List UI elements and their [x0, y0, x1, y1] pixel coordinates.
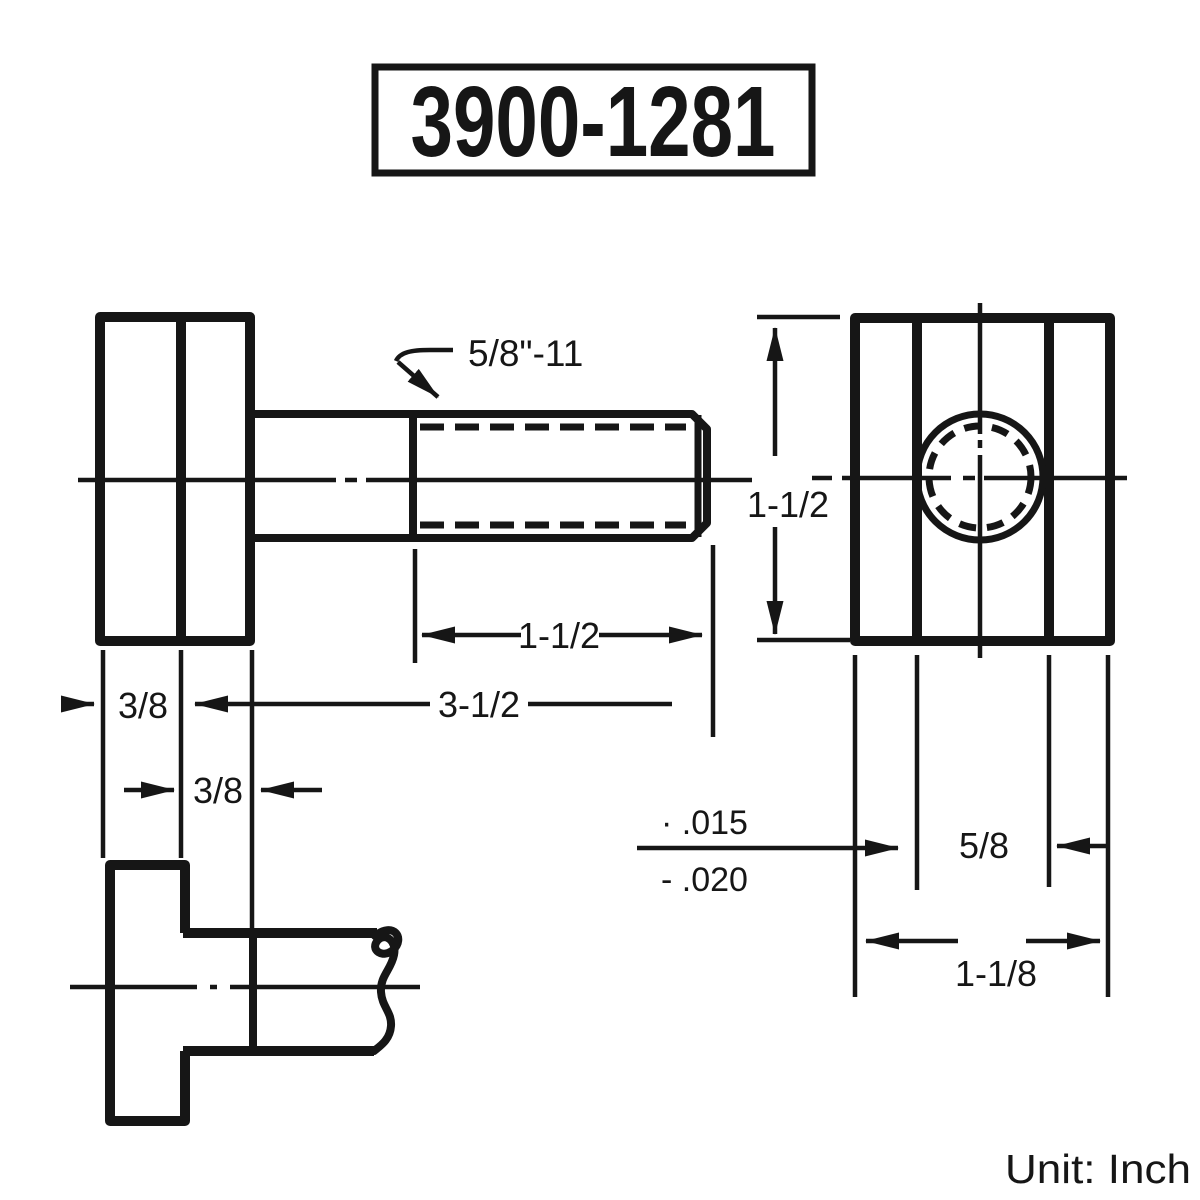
- dimension-head-width: 1-1/8: [865, 932, 1101, 994]
- dimension-head-outer: 3/8: [61, 685, 168, 726]
- dim-head-width: 1-1/8: [955, 953, 1037, 994]
- flange-outline: [105, 860, 190, 1126]
- side-view: 5/8"-11: [78, 312, 752, 646]
- side-view-shank: [250, 410, 711, 542]
- break-symbol: [370, 926, 403, 1055]
- dim-body-width: 5/8: [959, 825, 1009, 866]
- leader-arrow: [396, 360, 440, 399]
- dimension-shank-length: 3-1/2: [194, 684, 672, 725]
- dimension-body-width: 5/8: [959, 825, 1107, 866]
- end-view-dimensions: 1-1/2 · .015 - .020 5/8 1-1/8: [637, 314, 1111, 997]
- tolerance-lower: - .020: [661, 861, 748, 899]
- extension-lines-height: [757, 314, 850, 643]
- thread-callout-leader: 5/8"-11: [393, 333, 583, 399]
- part-number: 3900-1281: [411, 66, 776, 178]
- dim-head-outer-thickness: 3/8: [118, 685, 168, 726]
- top-view: [70, 860, 420, 1126]
- dim-shank-length: 3-1/2: [438, 684, 520, 725]
- extension-lines-side: [100, 545, 716, 928]
- leader-hook: [393, 347, 453, 363]
- dimension-head-inner: 3/8: [124, 770, 322, 811]
- dim-thread-length: 1-1/2: [518, 615, 600, 656]
- extension-lines-below: [852, 655, 1111, 997]
- dimension-thread-length: 1-1/2: [421, 615, 703, 656]
- tolerance-callout: · .015 - .020: [637, 804, 899, 899]
- side-view-dimensions: 1-1/2 3-1/2 3/8 3/8: [61, 545, 716, 928]
- dim-head-height: 1-1/2: [747, 484, 829, 525]
- tolerance-upper: · .015: [661, 804, 748, 842]
- shank-outline: [250, 410, 711, 542]
- dimension-head-height: 1-1/2: [747, 314, 850, 643]
- dim-thread-callout: 5/8"-11: [468, 333, 583, 374]
- unit-label: Unit: Inch: [1005, 1146, 1191, 1192]
- title-box: 3900-1281: [371, 63, 816, 178]
- end-view: [812, 303, 1127, 658]
- dim-head-inner-thickness: 3/8: [193, 770, 243, 811]
- title-box-border: [371, 63, 816, 177]
